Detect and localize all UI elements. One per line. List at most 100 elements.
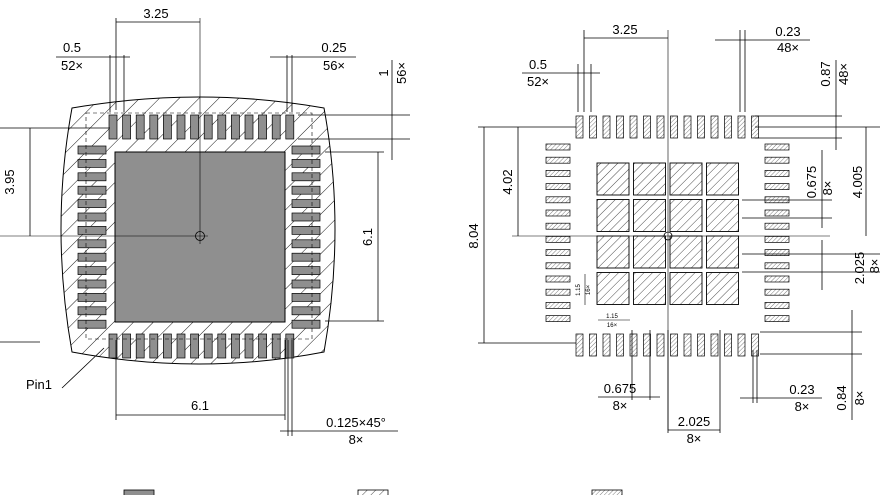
pad-top-right-view bbox=[697, 115, 705, 139]
pad-right-right-view bbox=[764, 209, 790, 217]
dim-bottom-pad-span: 6.1 bbox=[191, 398, 209, 413]
dim-pad-width-value: 0.25 bbox=[321, 40, 346, 55]
pad-left-right-view bbox=[545, 209, 571, 217]
pad-bottom-right-view bbox=[751, 333, 759, 357]
pad-left-right-view bbox=[545, 222, 571, 230]
pad-right bbox=[291, 145, 321, 155]
pad-top bbox=[285, 114, 295, 140]
pad-right-right-view bbox=[764, 302, 790, 309]
legend-swatch-hatch-wide bbox=[357, 489, 389, 495]
pad-right-right-view bbox=[764, 275, 790, 283]
pad-bottom bbox=[149, 333, 159, 359]
thermal-square bbox=[633, 235, 666, 269]
dim-square-pitch-count: 8× bbox=[867, 259, 880, 274]
thermal-square bbox=[706, 199, 739, 232]
dim-pad-length-count: 56× bbox=[394, 62, 409, 84]
pad-left bbox=[77, 279, 107, 289]
dim-small-pitch-v-count: 16× bbox=[586, 284, 592, 295]
pad-top-right-view bbox=[670, 115, 678, 139]
pad-bottom bbox=[244, 333, 254, 359]
pad-top-right-view bbox=[616, 115, 624, 139]
pad-bottom bbox=[190, 333, 199, 359]
pad-top-right-view bbox=[710, 115, 719, 139]
pad-bottom-right-view bbox=[629, 333, 638, 357]
thermal-square bbox=[669, 199, 703, 232]
dim-pad-pitch-value: 0.5 bbox=[63, 40, 81, 55]
thermal-square bbox=[596, 272, 630, 305]
pad-left bbox=[77, 252, 107, 262]
thermal-square bbox=[596, 199, 630, 232]
dim-pad-length-right-value: 0.87 bbox=[818, 61, 833, 86]
pad-bottom bbox=[271, 333, 281, 359]
pad-right bbox=[291, 185, 321, 195]
pad-bottom bbox=[217, 333, 227, 359]
pad-left-right-view bbox=[545, 143, 571, 151]
pad-left-right-view bbox=[545, 183, 571, 190]
pad-left bbox=[77, 306, 107, 316]
dim-bottom-pitch-value: 2.025 bbox=[678, 414, 711, 429]
thermal-square bbox=[633, 272, 666, 305]
pad-right bbox=[291, 306, 321, 316]
pad-right bbox=[291, 266, 321, 275]
pad-left bbox=[77, 226, 107, 235]
dim-pad-length-right-count: 48× bbox=[836, 63, 851, 85]
thermal-square bbox=[706, 162, 739, 196]
pad-bottom-right-view bbox=[643, 333, 651, 357]
pad-bottom-right-view bbox=[575, 333, 584, 357]
thermal-square bbox=[596, 162, 630, 196]
pad-top bbox=[271, 114, 281, 140]
pad-top bbox=[217, 114, 227, 140]
dim-bottom-pad-length-count: 8× bbox=[852, 391, 867, 406]
pad-top-right-view bbox=[575, 115, 584, 139]
dim-chamfer-count: 8× bbox=[349, 432, 364, 447]
pad-top bbox=[176, 114, 186, 140]
pin1-label: Pin1 bbox=[26, 377, 52, 392]
pad-right bbox=[291, 172, 321, 182]
pad-bottom-right-view bbox=[656, 333, 665, 357]
thermal-square bbox=[669, 235, 703, 269]
pad-bottom-right-view bbox=[710, 333, 719, 357]
perimeter-pads bbox=[77, 114, 321, 359]
dim-small-pitch-h-value: 1.15 bbox=[606, 314, 618, 320]
pad-top bbox=[231, 114, 240, 140]
pad-left bbox=[77, 266, 107, 275]
dim-bottom-square-count: 8× bbox=[613, 398, 628, 413]
dim-pad-width-count: 56× bbox=[323, 58, 345, 73]
pad-right-right-view bbox=[764, 170, 790, 177]
pad-right-right-view bbox=[764, 156, 790, 164]
pad-right bbox=[291, 252, 321, 262]
thermal-square bbox=[633, 199, 666, 232]
pad-top-right-view bbox=[656, 115, 665, 139]
pad-right bbox=[291, 319, 321, 329]
pad-left-right-view bbox=[545, 288, 571, 296]
dim-small-pitch-v-value: 1.15 bbox=[576, 284, 582, 296]
dim-left-height-outer: 8.04 bbox=[466, 223, 481, 248]
left-view: 3.25 0.5 52× 0.25 56× 1 56× 3.95 6.1 6 bbox=[0, 6, 410, 447]
pad-right-right-view bbox=[764, 288, 790, 296]
dim-square-size-value: 0.675 bbox=[804, 166, 819, 199]
pad-bottom bbox=[163, 333, 172, 359]
pad-bottom-right-view bbox=[589, 333, 597, 357]
pad-bottom bbox=[122, 333, 131, 359]
dim-small-pitch-h-count: 16× bbox=[607, 323, 618, 329]
pad-left bbox=[77, 145, 107, 155]
pad-left bbox=[77, 239, 107, 249]
pad-top bbox=[122, 114, 131, 140]
dim-pad-pitch-count: 52× bbox=[61, 58, 83, 73]
pad-left-right-view bbox=[545, 196, 571, 204]
pad-right-right-view bbox=[764, 183, 790, 190]
dim-top-pitch-right: 3.25 bbox=[612, 22, 637, 37]
dim-pad-pitch-right-value: 0.5 bbox=[529, 57, 547, 72]
pad-bottom bbox=[258, 333, 267, 359]
pad-top-right-view bbox=[683, 115, 692, 139]
thermal-square bbox=[596, 235, 630, 269]
dim-chamfer-value: 0.125×45° bbox=[326, 415, 386, 430]
pad-bottom-right-view bbox=[670, 333, 678, 357]
legend-swatch-solid bbox=[123, 489, 155, 495]
dim-left-offset: 3.95 bbox=[2, 169, 17, 194]
pad-left-right-view bbox=[545, 302, 571, 309]
thermal-square bbox=[706, 235, 739, 269]
pad-top-right-view bbox=[629, 115, 638, 139]
pad-left bbox=[77, 212, 107, 222]
